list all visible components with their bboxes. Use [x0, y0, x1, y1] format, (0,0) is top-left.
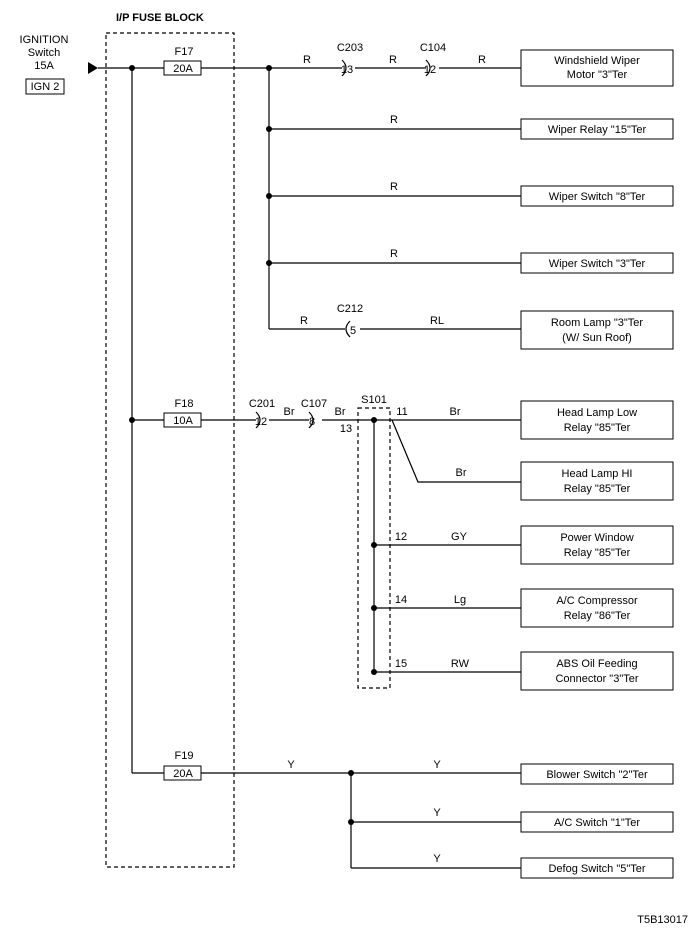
load-ac-compressor-relay: A/C Compressor Relay "86"Ter — [520, 588, 674, 628]
figure-id: T5B13017 — [637, 914, 688, 926]
source-label-1: IGNITION — [20, 34, 69, 46]
fuse-f17-name: F17 — [175, 46, 194, 58]
connector-c104-symbol — [425, 59, 431, 77]
load-label: ABS Oil Feeding — [556, 658, 637, 670]
wire-color-rw: RW — [451, 658, 470, 670]
splice-pin-12: 12 — [395, 531, 407, 543]
source-label-3: 15A — [34, 60, 54, 72]
load-label: Relay "86"Ter — [564, 610, 631, 622]
source-tag-box — [25, 78, 65, 95]
connector-c203-symbol — [341, 59, 347, 77]
load-room-lamp: Room Lamp "3"Ter (W/ Sun Roof) — [520, 310, 674, 350]
connector-c203-pin: 13 — [341, 64, 353, 76]
connector-c203-name: C203 — [337, 42, 363, 54]
load-label: Wiper Switch "3"Ter — [549, 258, 646, 270]
load-label: (W/ Sun Roof) — [562, 332, 632, 344]
load-abs-oil-feeding-connector: ABS Oil Feeding Connector "3"Ter — [520, 651, 674, 691]
wire-color-gy: GY — [451, 531, 468, 543]
wire-color-y-1: Y — [287, 759, 295, 771]
wire-color-r-6: R — [390, 248, 398, 260]
load-label: Windshield Wiper — [554, 55, 640, 67]
load-label: Defog Switch "5"Ter — [548, 863, 645, 875]
connector-c212-pin: 5 — [350, 325, 356, 337]
load-label: Wiper Relay "15"Ter — [548, 124, 647, 136]
load-label: Blower Switch "2"Ter — [546, 769, 648, 781]
wire-color-y-2: Y — [433, 759, 441, 771]
wire-color-r-7: R — [300, 315, 308, 327]
fuse-block-title: I/P FUSE BLOCK — [116, 12, 204, 24]
load-blower-switch: Blower Switch "2"Ter — [520, 763, 674, 785]
wire-head-lamp-hi — [391, 419, 521, 483]
splice-s101-outline — [357, 407, 391, 689]
wire-color-r-1: R — [303, 54, 311, 66]
wire-color-r-3: R — [478, 54, 486, 66]
fuse-block-outline — [105, 32, 235, 868]
wire-color-r-5: R — [390, 181, 398, 193]
wire-color-lg: Lg — [454, 594, 466, 606]
fuse-f19-name: F19 — [175, 750, 194, 762]
source-tag: IGN 2 — [31, 81, 60, 93]
wire-color-br-2: Br — [335, 406, 346, 418]
load-label: Relay "85"Ter — [564, 547, 631, 559]
wire-color-y-4: Y — [433, 853, 441, 865]
load-label: Head Lamp Low — [557, 407, 637, 419]
connector-c107-symbol — [308, 411, 314, 429]
connector-c104-name: C104 — [420, 42, 446, 54]
load-label: Room Lamp "3"Ter — [551, 317, 644, 329]
load-wiper-switch-8: Wiper Switch "8"Ter — [520, 185, 674, 207]
fuse-f18-rating: 10A — [173, 415, 193, 427]
load-wiper-switch-3: Wiper Switch "3"Ter — [520, 252, 674, 274]
splice-in-pin: 13 — [340, 423, 352, 435]
wire-color-br-1: Br — [284, 406, 295, 418]
fuse-f17-rating: 20A — [173, 63, 193, 75]
load-label: Wiper Switch "8"Ter — [549, 191, 646, 203]
source-arrow-icon — [88, 62, 98, 74]
load-label: A/C Compressor — [556, 595, 638, 607]
load-defog-switch: Defog Switch "5"Ter — [520, 857, 674, 879]
load-label: Relay "85"Ter — [564, 422, 631, 434]
splice-pin-14: 14 — [395, 594, 407, 606]
fuse-f18-name: F18 — [175, 398, 194, 410]
wire-color-y-3: Y — [433, 807, 441, 819]
wire-color-br-3: Br — [450, 406, 461, 418]
load-wiper-relay: Wiper Relay "15"Ter — [520, 118, 674, 140]
connector-c201-pin: 12 — [255, 416, 267, 428]
wire-color-r-4: R — [390, 114, 398, 126]
load-head-lamp-hi-relay: Head Lamp HI Relay "85"Ter — [520, 461, 674, 501]
connector-c107-pin: 8 — [309, 416, 315, 428]
connector-c201-name: C201 — [249, 398, 275, 410]
load-label: Connector "3"Ter — [555, 673, 638, 685]
load-label: A/C Switch "1"Ter — [554, 817, 640, 829]
wire-color-br-4: Br — [456, 467, 467, 479]
load-power-window-relay: Power Window Relay "85"Ter — [520, 525, 674, 565]
load-label: Power Window — [560, 532, 633, 544]
wire-color-r-2: R — [389, 54, 397, 66]
load-label: Relay "85"Ter — [564, 483, 631, 495]
source-label-2: Switch — [28, 47, 60, 59]
splice-pin-11: 11 — [396, 406, 407, 418]
connector-c212-symbol — [345, 320, 351, 338]
connector-c107-name: C107 — [301, 398, 327, 410]
connector-c212-name: C212 — [337, 303, 363, 315]
load-windshield-wiper-motor: Windshield Wiper Motor "3"Ter — [520, 49, 674, 87]
splice-s101-name: S101 — [361, 394, 387, 406]
load-ac-switch: A/C Switch "1"Ter — [520, 811, 674, 833]
fuse-f19-rating: 20A — [173, 768, 193, 780]
load-label: Motor "3"Ter — [567, 69, 628, 81]
connector-c104-pin: 12 — [424, 64, 436, 76]
load-head-lamp-low-relay: Head Lamp Low Relay "85"Ter — [520, 400, 674, 440]
connector-c201-symbol — [255, 411, 261, 429]
load-label: Head Lamp HI — [562, 468, 633, 480]
splice-pin-15: 15 — [395, 658, 407, 670]
wire-color-rl: RL — [430, 315, 444, 327]
